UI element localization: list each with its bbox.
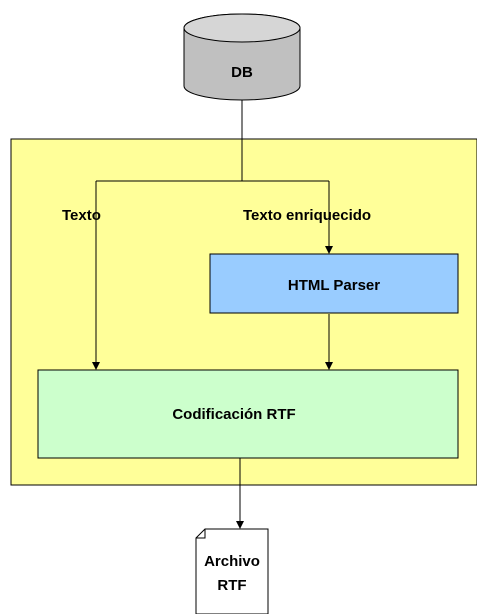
- html-parser-label: HTML Parser: [288, 277, 380, 294]
- texto-enriquecido-label: Texto enriquecido: [243, 207, 371, 224]
- html-parser-box: HTML Parser: [209, 253, 459, 314]
- archivo-label-line2: RTF: [217, 577, 246, 594]
- texto-label: Texto: [62, 207, 101, 224]
- connectors: [92, 100, 333, 529]
- archivo-rtf-document: Archivo RTF: [195, 528, 269, 614]
- document-shape: [195, 528, 269, 614]
- codificacion-rtf-box: Codificación RTF: [37, 369, 459, 459]
- html-parser-rect: [209, 253, 459, 314]
- codificacion-rtf-label: Codificación RTF: [172, 406, 295, 423]
- codificacion-rtf-rect: [37, 369, 459, 459]
- db-label: DB: [231, 64, 253, 81]
- document-fold: [196, 529, 206, 539]
- db-cylinder-top: [183, 13, 301, 43]
- archivo-label-line1: Archivo: [204, 553, 260, 570]
- db-cylinder: DB: [183, 13, 301, 101]
